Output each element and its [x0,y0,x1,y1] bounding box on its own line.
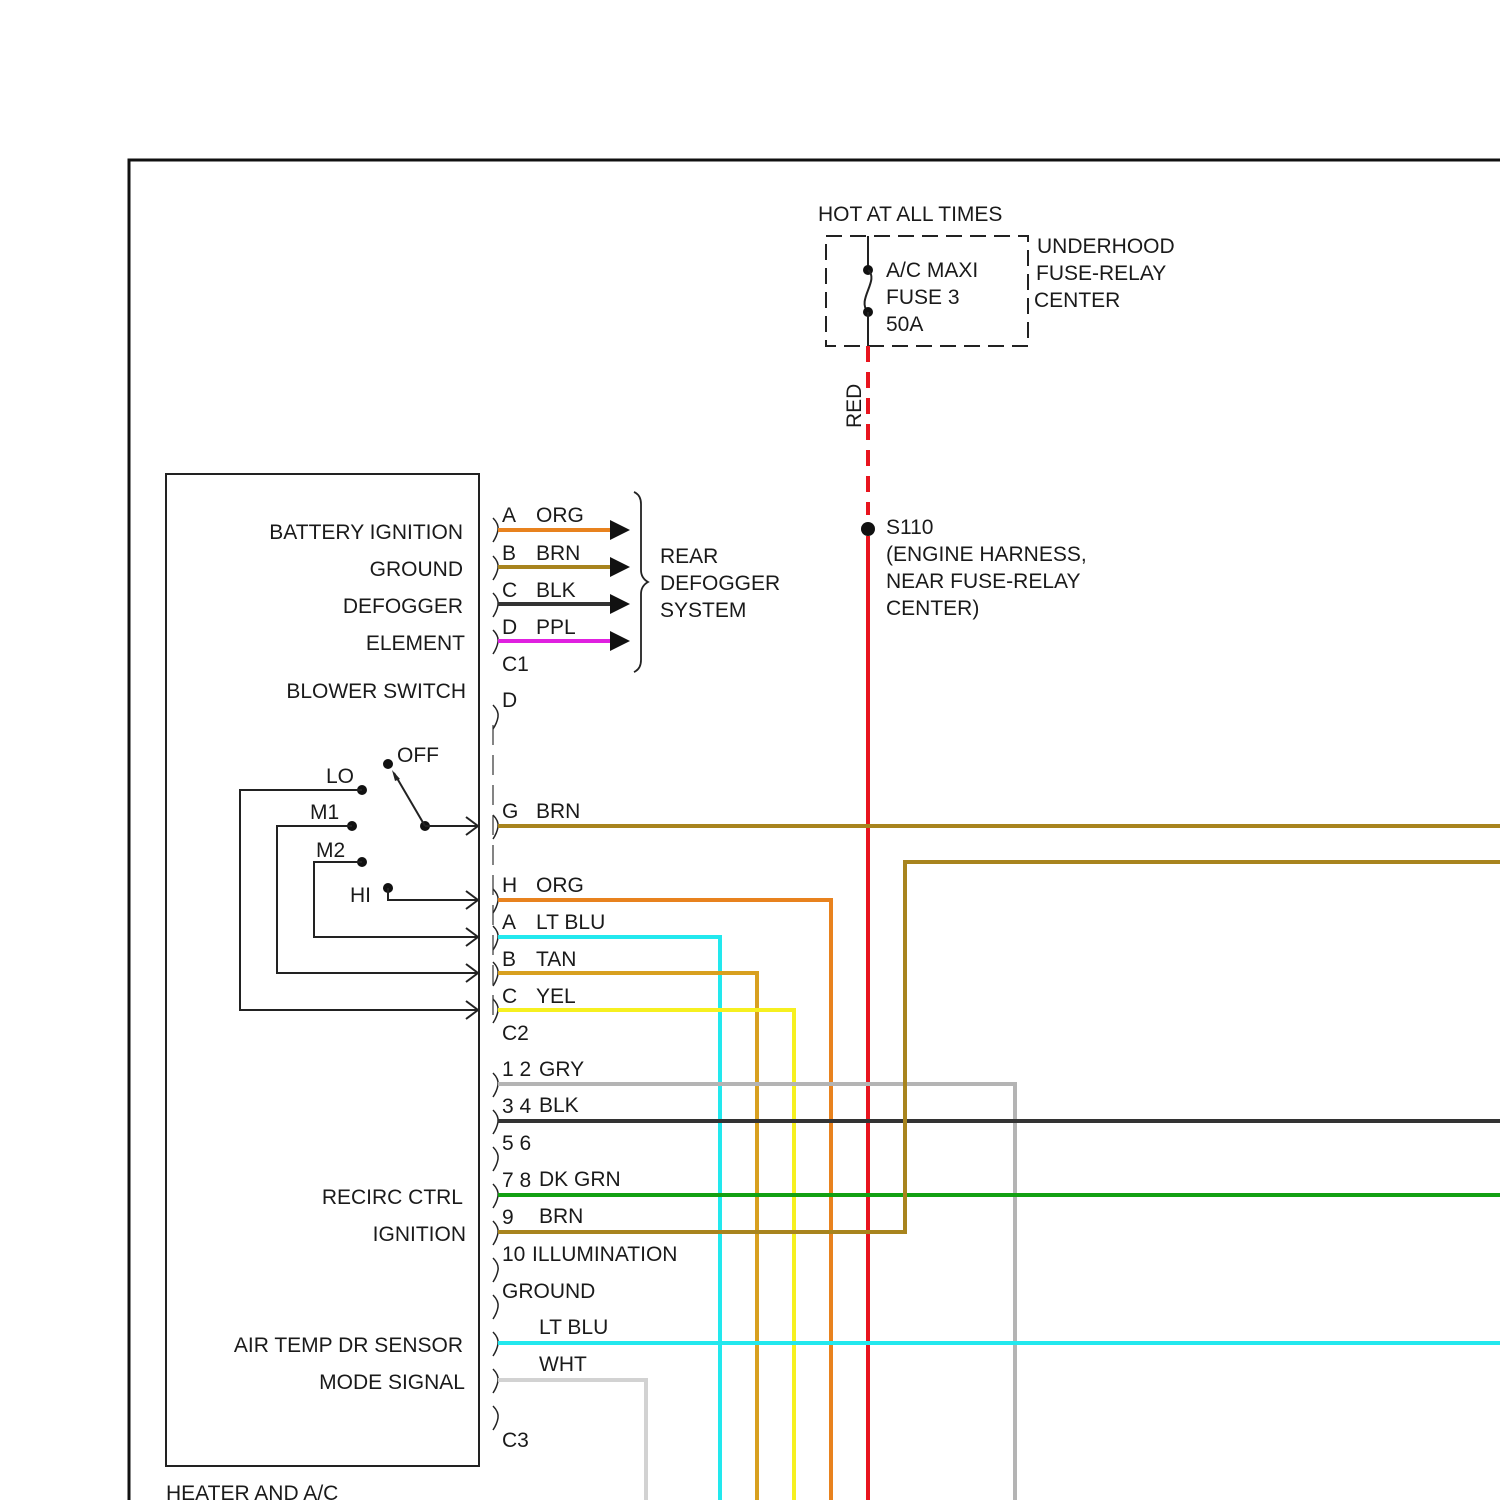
c1-pin-d: D [502,616,517,639]
switch-blade-arrowhead [392,770,400,781]
fuse-name-line2: FUSE 3 [886,286,960,309]
label-mode-signal: MODE SIGNAL [319,1371,465,1394]
blower-wire-g-label: BRN [536,800,580,823]
c2-pin-a: A [502,911,516,934]
switch-hi-label: HI [350,884,371,907]
splice-id: S110 [886,516,934,539]
splice-desc-line3: CENTER) [886,597,979,620]
c3-wire-blk-label: BLK [539,1094,579,1117]
c1-wire-b-label: BRN [536,542,580,565]
blower-wire-h-label: ORG [536,874,584,897]
connector-brackets [493,518,498,1430]
c3-pin-10: 10 [502,1243,525,1266]
c1-wire-d-label: PPL [536,616,576,639]
label-blower-switch: BLOWER SWITCH [286,680,466,703]
c2-wire-b-label: TAN [536,948,576,971]
c3-connector-name: C3 [502,1429,529,1452]
switch-lo-label: LO [326,765,354,788]
c1-pin-a: A [502,504,516,527]
label-battery-ignition: BATTERY IGNITION [269,521,463,544]
c1-connector-name: C1 [502,653,529,676]
heater-ac-module-box [166,474,479,1466]
switch-terminal-arrows [466,817,478,1019]
fuse-center-line2: FUSE-RELAY [1036,262,1166,285]
label-ground: GROUND [370,558,463,581]
blower-pin-d: D [502,689,517,712]
c3-wire-brn-label: BRN [539,1205,583,1228]
fuse-element-symbol [865,270,872,312]
c2-wire-c-label: YEL [536,985,576,1008]
switch-off-label: OFF [397,744,439,767]
switch-m1-label: M1 [310,801,339,824]
c3-wire-dkgrn-label: DK GRN [539,1168,621,1191]
c1-wire-d-arrow [610,631,630,651]
c3-wire-gry-label: GRY [539,1058,584,1081]
c2-pin-b: B [502,948,516,971]
c2-pin-c: C [502,985,517,1008]
c3-pin-3-4: 3 4 [502,1095,532,1118]
splice-desc-line2: NEAR FUSE-RELAY [886,570,1081,593]
c2-wire-a [498,937,720,1500]
splice-desc-line1: (ENGINE HARNESS, [886,543,1087,566]
c3-pin-5-6: 5 6 [502,1132,531,1155]
c1-wire-a-arrow [610,520,630,540]
c1-wire-a-label: ORG [536,504,584,527]
switch-off-contact [383,759,393,769]
rear-defogger-line2: DEFOGGER [660,572,780,595]
c3-pin-7-8: 7 8 [502,1169,531,1192]
c2-wire-a-label: LT BLU [536,911,605,934]
switch-m2-label: M2 [316,839,345,862]
rear-defogger-line3: SYSTEM [660,599,746,622]
c3-illumination-label: ILLUMINATION [532,1243,677,1266]
label-element: ELEMENT [366,632,465,655]
rear-defogger-line1: REAR [660,545,718,568]
splice-s110-dot [861,522,875,536]
fuse-rating: 50A [886,313,923,336]
c3-pin-9: 9 [502,1206,514,1229]
page-border [129,160,1500,1500]
c3-wire-wht-label: WHT [539,1353,587,1376]
module-name: HEATER AND A/C [166,1482,338,1500]
fuse-center-line3: CENTER [1034,289,1120,312]
c1-wire-c-arrow [610,594,630,614]
c2-connector-name: C2 [502,1022,529,1045]
c1-wire-b-arrow [610,557,630,577]
fuse-name-line1: A/C MAXI [886,259,978,282]
label-recirc-ctrl: RECIRC CTRL [322,1186,463,1209]
c3-wire-brn [498,862,1500,1232]
hot-at-all-times-label: HOT AT ALL TIMES [818,203,1002,226]
switch-blade [394,773,425,826]
label-ignition: IGNITION [373,1223,466,1246]
blower-pin-g: G [502,800,518,823]
blower-pin-h: H [502,874,517,897]
label-air-temp-dr-sensor: AIR TEMP DR SENSOR [234,1334,463,1357]
fuse-center-line1: UNDERHOOD [1037,235,1175,258]
c1-pin-c: C [502,579,517,602]
rear-defogger-brace [634,492,648,672]
red-wire-label: RED [843,384,866,428]
c1-pin-b: B [502,542,516,565]
c3-pin-1-2: 1 2 [502,1058,531,1081]
c1-wire-c-label: BLK [536,579,576,602]
c3-wire-ltblu-label: LT BLU [539,1316,608,1339]
c3-ground-label: GROUND [502,1280,595,1303]
label-defogger: DEFOGGER [343,595,463,618]
